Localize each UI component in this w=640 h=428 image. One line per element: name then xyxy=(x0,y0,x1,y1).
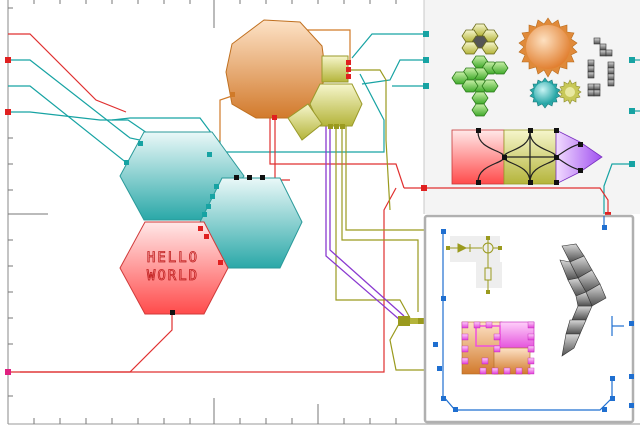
sun-olive-small[interactable] xyxy=(558,79,582,105)
gray-chevron[interactable] xyxy=(559,243,607,357)
sun-orange[interactable] xyxy=(518,17,578,78)
circuit-symbol[interactable] xyxy=(446,236,502,294)
bottom-ruler xyxy=(8,398,640,425)
background xyxy=(8,0,640,424)
top-ruler xyxy=(33,0,397,28)
gray-blocks[interactable] xyxy=(587,37,615,97)
wires-purple xyxy=(325,126,405,321)
olive-diamond[interactable] xyxy=(287,103,323,141)
connection-pins xyxy=(5,31,635,375)
olive-square[interactable] xyxy=(321,55,349,83)
olive-hexagon[interactable] xyxy=(309,83,363,127)
hexagon-red-hello-world[interactable]: HELLO WORLD xyxy=(119,221,229,315)
hex-cluster-cross[interactable] xyxy=(451,23,509,117)
hexagon-label-line2: WORLD xyxy=(147,268,199,284)
tiled-block[interactable] xyxy=(461,321,535,375)
sun-teal[interactable] xyxy=(529,77,561,109)
hexagon-label-line1: HELLO xyxy=(147,250,199,266)
arrow-bar[interactable] xyxy=(451,128,603,185)
palette-panel xyxy=(451,17,615,185)
blue-handles[interactable] xyxy=(433,225,634,412)
